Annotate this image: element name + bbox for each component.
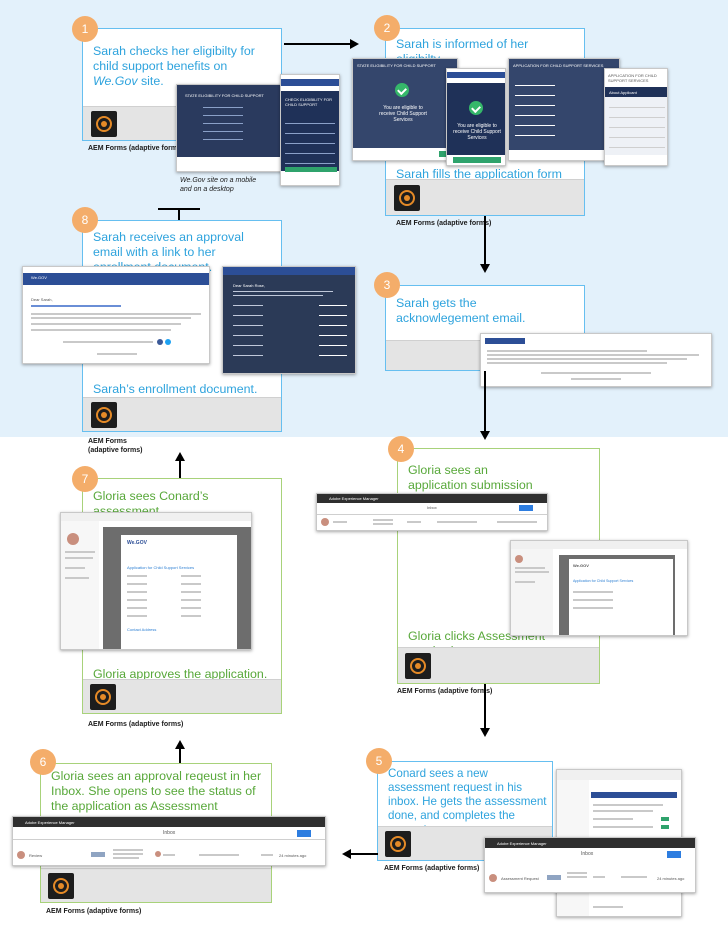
arrow-5-to-6: [350, 853, 378, 855]
step-7-caption: AEM Forms (adaptive forms): [88, 721, 184, 728]
arrow-5-to-6-head: [342, 849, 351, 859]
create-button[interactable]: [519, 505, 533, 511]
step-6-caption: AEM Forms (adaptive forms): [46, 908, 142, 915]
step-2-text-2: Sarah fills the application form: [396, 167, 562, 181]
terminator-stem: [178, 208, 180, 220]
step-7-footer: [83, 679, 281, 713]
arrow-2-to-3-head: [480, 264, 490, 273]
application-header: APPLICATION FOR CHILD SUPPORT SERVICES: [513, 63, 604, 68]
step-3-text: Sarah gets the acknowlegement email.: [396, 296, 526, 325]
aem-forms-logo-icon: [405, 653, 431, 679]
aem-forms-logo-icon: [394, 185, 420, 211]
acknowledgement-email-screenshot: [480, 333, 712, 387]
arrow-7-to-8-head: [175, 452, 185, 461]
create-button[interactable]: [297, 830, 311, 837]
eligibility-header: STATE ELIGIBILITY FOR CHILD SUPPORT: [357, 63, 436, 68]
gloria-assessment-screenshot: We.GOV Application for Child Support Ser…: [510, 540, 688, 636]
mobile-check-title: CHECK ELIGIBILITY FOR CHILD SUPPORT: [285, 97, 333, 107]
arrow-1-to-2: [284, 43, 352, 45]
step-4-caption: AEM Forms (adaptive forms): [397, 688, 493, 695]
contact-address-label: Contact Address: [127, 627, 157, 632]
arrow-4-to-5: [484, 684, 486, 730]
enrollment-document-screenshot: Dear Sarah Rose,: [222, 266, 356, 374]
step-4-badge: 4: [388, 436, 414, 462]
inbox-title: Inbox: [163, 830, 176, 836]
step-7-badge: 7: [72, 466, 98, 492]
step-8-text-2: Sarah’s enrollment document.: [93, 382, 258, 396]
step-3-badge: 3: [374, 272, 400, 298]
avatar: [17, 851, 25, 859]
arrow-7-to-8: [179, 460, 181, 478]
approval-email-screenshot: We.GOV Dear Sarah,: [22, 266, 210, 364]
step-1-text: Sarah checks her eligibilty for child su…: [93, 44, 255, 88]
inbox-row-start: 24 minutes ago: [657, 876, 685, 881]
aem-app-name: Adobe Experience Manager: [329, 496, 379, 501]
step-4-footer: [398, 647, 599, 683]
aem-forms-logo-icon: [91, 402, 117, 428]
step-7-text-2: Gloria approves the application.: [93, 667, 268, 681]
avatar: [321, 518, 329, 526]
application-mobile-header: APPLICATION FOR CHILD SUPPORT SERVICES: [608, 73, 657, 83]
inbox-row-start: 24 minutes ago: [279, 853, 307, 858]
gloria-inbox-screenshot: Adobe Experience Manager Inbox: [316, 493, 548, 531]
eligible-message-desktop: You are eligible to receive Child Suppor…: [379, 105, 427, 123]
eligibility-desktop-screenshot: STATE ELIGIBILITY FOR CHILD SUPPORT You …: [352, 58, 458, 161]
aem-forms-logo-icon: [91, 111, 117, 137]
eligible-check-icon: [469, 101, 483, 115]
arrow-3-to-4-head: [480, 431, 490, 440]
gloria-approval-inbox-screenshot: Adobe Experience Manager Inbox Review 24…: [12, 816, 326, 866]
inbox-row-title: Assessment Request: [501, 876, 539, 881]
step-2-caption: AEM Forms (adaptive forms): [396, 220, 492, 227]
aem-app-name: Adobe Experience Manager: [25, 820, 75, 825]
assessment-doc-title: Application for Child Support Services: [127, 565, 195, 570]
approval-email-logo: We.GOV: [31, 275, 47, 280]
step-8-footer: [83, 397, 281, 431]
create-button[interactable]: [667, 851, 681, 858]
step-8-caption: AEM Forms (adaptive forms): [88, 438, 143, 454]
inbox-title: Inbox: [581, 851, 594, 857]
application-mobile-screenshot: APPLICATION FOR CHILD SUPPORT SERVICES A…: [604, 68, 668, 166]
desktop-state-header: STATE ELIGIBILITY FOR CHILD SUPPORT: [185, 93, 264, 98]
step-2-badge: 2: [374, 15, 400, 41]
aem-app-name: Adobe Experience Manager: [497, 841, 547, 846]
inbox-row-title: Review: [29, 853, 43, 858]
arrow-1-to-2-head: [350, 39, 359, 49]
arrow-3-to-4: [484, 371, 486, 433]
step-1-caption: AEM Forms (adaptive forms): [88, 145, 184, 152]
inbox-title: Inbox: [427, 505, 437, 510]
arrow-2-to-3: [484, 216, 486, 266]
arrow-6-to-7: [179, 748, 181, 763]
eligible-check-icon: [395, 83, 409, 97]
step-5-badge: 5: [366, 748, 392, 774]
assessment-doc-logo: We.GOV: [127, 540, 147, 546]
step-1-badge: 1: [72, 16, 98, 42]
eligible-message-mobile: You are eligible to receive Child Suppor…: [453, 123, 501, 141]
step-8-badge: 8: [72, 207, 98, 233]
wegov-mobile-screenshot: CHECK ELIGIBILITY FOR CHILD SUPPORT: [280, 74, 340, 186]
approval-email-greeting: Dear Sarah,: [31, 297, 53, 302]
wegov-caption: We.Gov site on a mobile and on a desktop: [180, 177, 257, 193]
step-2-footer: [386, 179, 584, 215]
avatar: [489, 874, 497, 882]
enrollment-greeting: Dear Sarah Rose,: [233, 283, 266, 288]
arrow-4-to-5-head: [480, 728, 490, 737]
application-desktop-screenshot: APPLICATION FOR CHILD SUPPORT SERVICES: [508, 58, 620, 161]
step-5-caption: AEM Forms (adaptive forms): [384, 865, 480, 872]
eligibility-mobile-screenshot: You are eligible to receive Child Suppor…: [446, 68, 506, 166]
conard-inbox-screenshot: Adobe Experience Manager Inbox Assessmen…: [484, 837, 696, 893]
aem-forms-logo-icon: [385, 831, 411, 857]
arrow-6-to-7-head: [175, 740, 185, 749]
step-6-footer: [41, 868, 271, 902]
assessment-doc-logo: We.GOV: [573, 563, 589, 568]
about-applicant-label: About Applicant: [609, 90, 637, 95]
aem-forms-logo-icon: [90, 684, 116, 710]
step-6-badge: 6: [30, 749, 56, 775]
aem-forms-logo-icon: [48, 873, 74, 899]
assessment-doc-title: Application for Child Support Services: [573, 579, 634, 583]
gloria-sees-assessment-screenshot: We.GOV Application for Child Support Ser…: [60, 512, 252, 650]
